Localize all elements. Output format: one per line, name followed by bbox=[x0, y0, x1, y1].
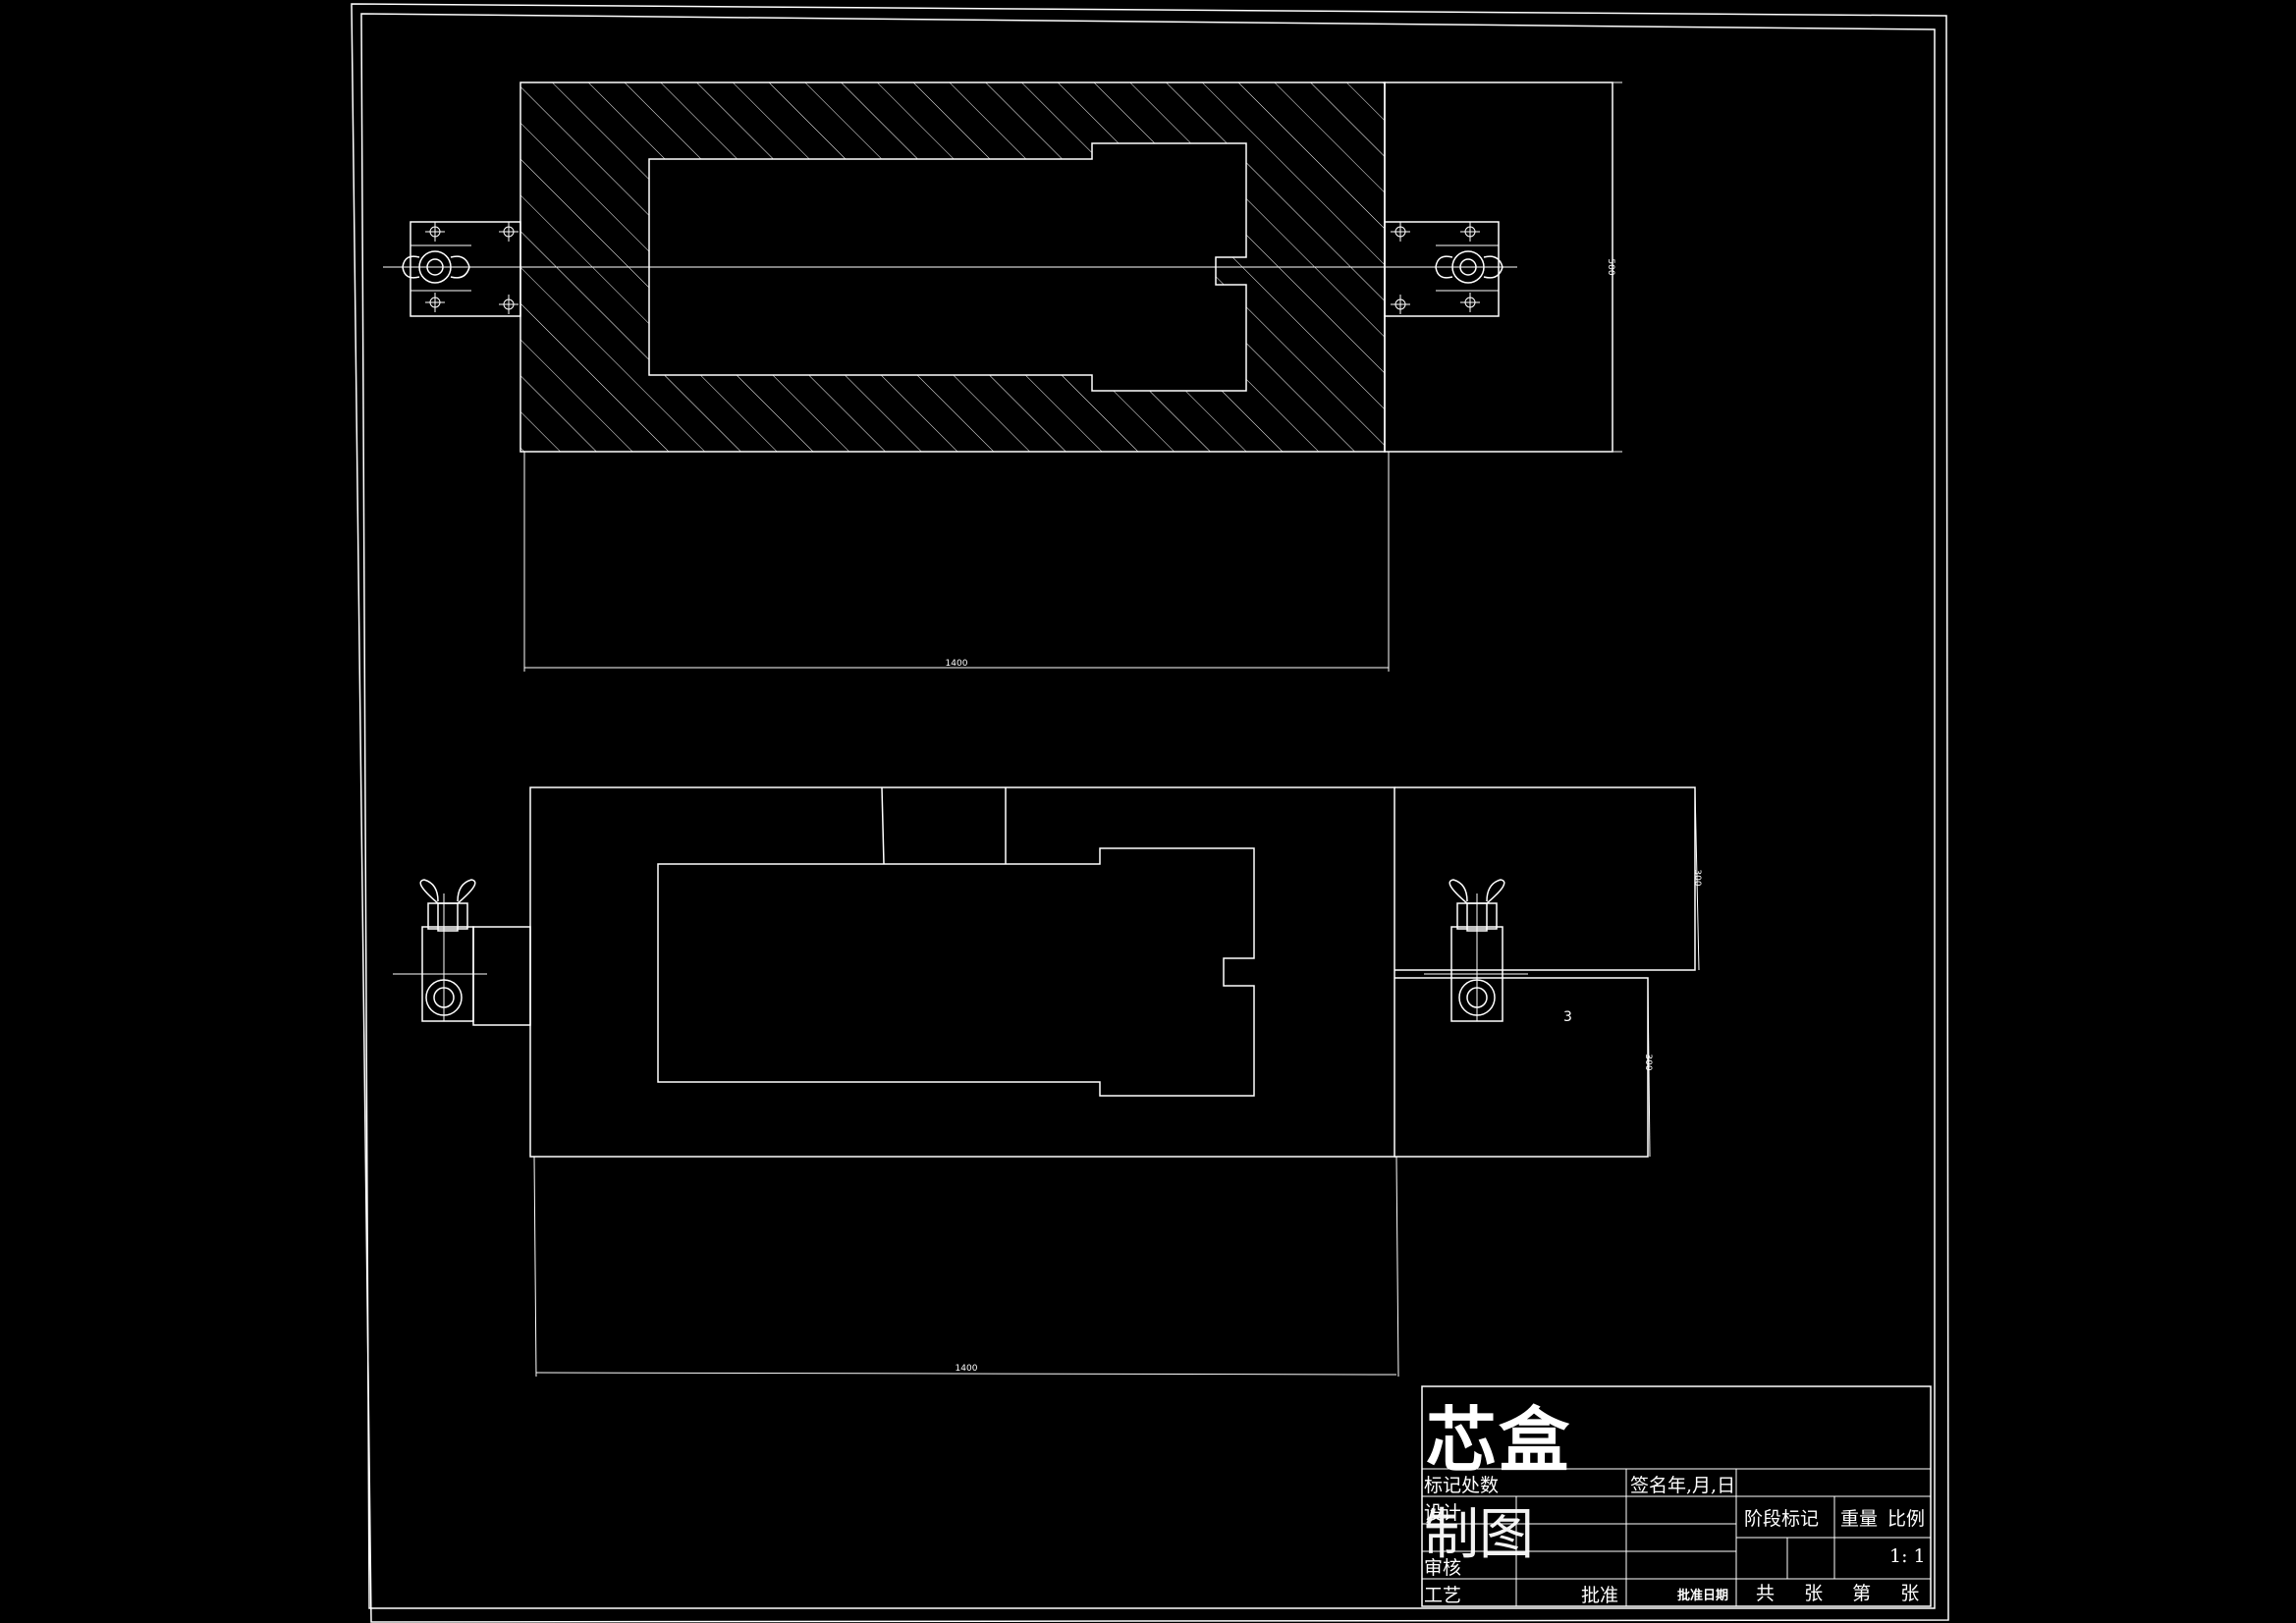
weight-label: 重量 bbox=[1840, 1508, 1879, 1530]
bottom-view: 300 300 3 1400 bbox=[393, 786, 1702, 1378]
top-width-dim: 1400 bbox=[946, 659, 968, 669]
drawing-title: 芯盒 bbox=[1426, 1399, 1572, 1482]
stage-mark-label: 阶段标记 bbox=[1744, 1508, 1820, 1530]
bottom-width-dim: 1400 bbox=[956, 1364, 978, 1374]
ratio-label: 比例 bbox=[1887, 1508, 1926, 1530]
drawing-label: 制图 bbox=[1424, 1503, 1534, 1567]
part-callout: 3 bbox=[1563, 1009, 1572, 1025]
outer-border bbox=[351, 3, 1949, 1623]
bottom-body-outline bbox=[529, 786, 1395, 1158]
bottom-pour-opening bbox=[881, 786, 1007, 865]
top-height-dim: 500 bbox=[1606, 258, 1615, 275]
bottom-cavity bbox=[657, 847, 1255, 1097]
approve-label: 批准 bbox=[1581, 1585, 1619, 1606]
bottom-right-wing-nut-clamp bbox=[1424, 879, 1528, 1022]
top-left-clamp bbox=[402, 221, 521, 317]
sign-date-label: 签名年,月,日 bbox=[1630, 1475, 1736, 1496]
mark-count-label: 标记处数 bbox=[1424, 1475, 1500, 1496]
process-label: 工艺 bbox=[1424, 1585, 1462, 1606]
design-label: 设计 bbox=[1424, 1502, 1462, 1524]
sheets-label: 共 张 第 张 bbox=[1756, 1583, 1926, 1604]
title-block bbox=[1421, 1385, 1932, 1607]
bottom-right-extension bbox=[1394, 786, 1696, 1158]
top-view: 500 1400 bbox=[383, 81, 1622, 672]
scale-value: 1: 1 bbox=[1889, 1545, 1926, 1567]
bottom-height-dim-upper: 300 bbox=[1692, 869, 1702, 886]
top-right-clamp bbox=[1384, 221, 1503, 317]
bottom-left-wing-nut-clamp bbox=[393, 879, 531, 1026]
bottom-height-dim-lower: 300 bbox=[1643, 1054, 1653, 1070]
top-cavity bbox=[648, 142, 1247, 392]
approve-date-label: 批准日期 bbox=[1677, 1589, 1729, 1603]
inner-border bbox=[360, 13, 1936, 1609]
review-label: 审核 bbox=[1424, 1557, 1462, 1579]
